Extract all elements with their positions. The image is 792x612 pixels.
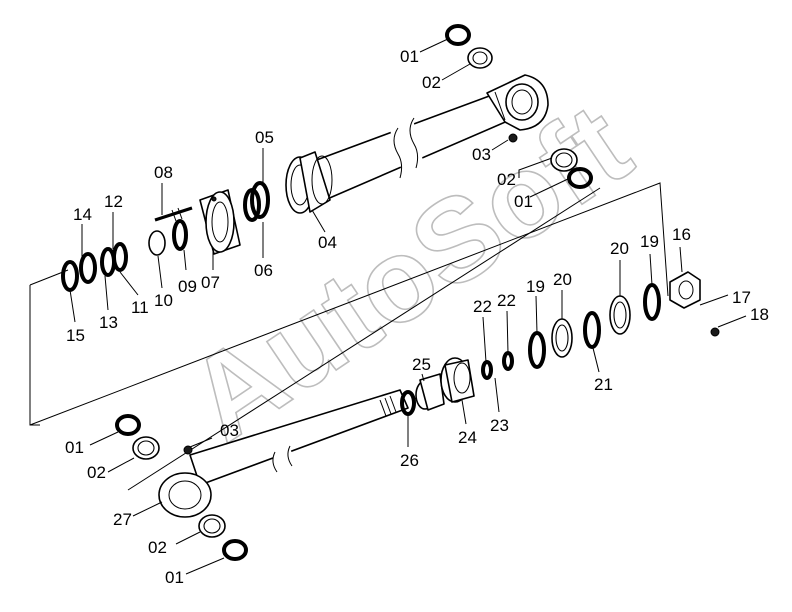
callout-21: 21 <box>594 375 613 394</box>
callout-03: 03 <box>472 145 491 164</box>
lower-bushings <box>115 414 248 561</box>
callout-24: 24 <box>458 428 477 447</box>
grease-nipple-lower <box>183 445 193 455</box>
cylinder-tube <box>285 94 511 214</box>
callout-11: 11 <box>131 298 149 317</box>
callout-03: 03 <box>220 421 239 440</box>
callout-09: 09 <box>178 277 197 296</box>
callout-15: 15 <box>66 326 85 345</box>
piston-assembly <box>400 351 514 416</box>
callout-02: 02 <box>148 538 167 557</box>
callout-02: 02 <box>87 463 106 482</box>
upper-bushings <box>445 24 593 189</box>
cylinder-head-gland <box>199 189 241 255</box>
set-screw <box>710 327 720 337</box>
callout-23: 23 <box>490 416 509 435</box>
callout-07: 07 <box>201 273 220 292</box>
callout-14: 14 <box>73 205 92 224</box>
callout-16: 16 <box>672 225 691 244</box>
callout-12: 12 <box>104 192 123 211</box>
callout-27: 27 <box>113 510 132 529</box>
rod-eye <box>158 472 212 518</box>
callout-01: 01 <box>514 192 533 211</box>
callout-19: 19 <box>640 232 659 251</box>
callout-19: 19 <box>526 277 545 296</box>
callout-20: 20 <box>553 270 572 289</box>
callout-20: 20 <box>610 239 629 258</box>
callout-02: 02 <box>497 170 516 189</box>
callout-08: 08 <box>154 163 173 182</box>
lock-nut <box>669 271 701 309</box>
tube-eye-end <box>486 74 549 131</box>
callout-05: 05 <box>255 128 274 147</box>
callout-labels: 01 02 03 02 01 05 08 14 12 04 06 07 09 1… <box>65 47 769 587</box>
callout-06: 06 <box>254 261 273 280</box>
callout-01: 01 <box>400 47 419 66</box>
callout-01: 01 <box>165 568 184 587</box>
callout-17: 17 <box>732 288 751 307</box>
callout-26: 26 <box>400 451 419 470</box>
callout-02: 02 <box>422 73 441 92</box>
callout-13: 13 <box>99 313 118 332</box>
bolt <box>154 206 193 222</box>
callout-10: 10 <box>154 291 173 310</box>
callout-18: 18 <box>750 305 769 324</box>
callout-25: 25 <box>412 355 431 374</box>
callout-04: 04 <box>318 233 337 252</box>
grease-nipple-upper <box>508 133 518 143</box>
callout-22: 22 <box>497 291 516 310</box>
rod-thread <box>379 395 397 417</box>
callout-22: 22 <box>473 297 492 316</box>
callout-01: 01 <box>65 438 84 457</box>
leader-lines <box>69 37 747 575</box>
